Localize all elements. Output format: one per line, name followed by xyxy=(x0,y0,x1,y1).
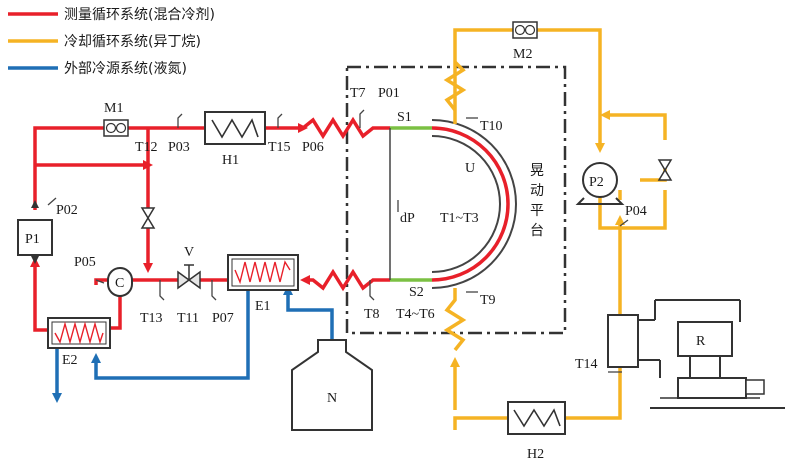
test-section xyxy=(389,119,517,289)
platform-label-4: 台 xyxy=(530,223,544,239)
label-u: U xyxy=(465,161,475,176)
label-p07: P07 xyxy=(212,311,234,326)
label-t15: T15 xyxy=(268,140,291,155)
label-r: R xyxy=(696,334,706,349)
label-t13: T13 xyxy=(140,311,163,326)
tick-t15 xyxy=(277,113,283,128)
valve-v: V xyxy=(177,245,201,290)
exchanger-e2: E2 xyxy=(47,317,111,368)
legend-label-external: 外部冷源系统(液氮) xyxy=(64,61,187,77)
tick-p05 xyxy=(95,279,105,284)
bypass-valve-red xyxy=(140,207,156,229)
label-p01: P01 xyxy=(378,86,400,101)
label-m2: M2 xyxy=(513,47,532,62)
u-tube-inner xyxy=(431,135,501,273)
line-p2-bypass xyxy=(598,190,667,230)
refrigeration-unit: R xyxy=(607,299,785,409)
bypass-valve-yellow xyxy=(657,159,673,181)
cooling-loop xyxy=(443,28,667,430)
label-t1-t3: T1~T3 xyxy=(440,211,479,226)
tick-t13 xyxy=(159,280,165,301)
dewar-n: N xyxy=(291,339,373,431)
label-p05: P05 xyxy=(74,255,96,270)
platform-label-3: 平 xyxy=(530,203,544,219)
legend: 测量循环系统(混合冷剂) 冷却循环系统(异丁烷) 外部冷源系统(液氮) xyxy=(8,7,215,77)
tick-p03 xyxy=(177,113,183,128)
heater-h1: H1 xyxy=(204,111,266,168)
pump-p2: P2 xyxy=(575,162,625,205)
line-m2-p2 xyxy=(537,28,605,153)
tick-t8 xyxy=(369,280,375,301)
label-v: V xyxy=(184,245,194,260)
label-n: N xyxy=(327,391,337,406)
u-tube-outer xyxy=(431,119,517,289)
flowmeter-m1: M1 xyxy=(103,101,129,137)
platform-label-2: 动 xyxy=(530,183,544,199)
sensor-ticks xyxy=(47,109,629,373)
label-s1: S1 xyxy=(397,110,412,125)
heater-h2: H2 xyxy=(507,401,566,462)
label-dp: dP xyxy=(400,211,415,226)
label-t14: T14 xyxy=(575,357,598,372)
label-t9: T9 xyxy=(480,293,496,308)
label-p03: P03 xyxy=(168,140,190,155)
label-t7: T7 xyxy=(350,86,366,101)
label-h2: H2 xyxy=(527,447,544,462)
label-p1: P1 xyxy=(25,232,40,247)
tick-p04 xyxy=(619,219,629,227)
platform-label-1: 晃 xyxy=(530,163,544,179)
line-h2-right xyxy=(565,368,622,420)
u-tube-red xyxy=(431,126,510,282)
coil-lower xyxy=(443,288,467,352)
line-p1-m1 xyxy=(33,126,105,210)
legend-label-measure: 测量循环系统(混合冷剂) xyxy=(64,7,215,23)
labels: T7 P01 S1 T10 T12 P03 T15 P06 U P02 dP T… xyxy=(56,86,647,372)
label-c: C xyxy=(115,276,124,291)
label-h1: H1 xyxy=(222,153,239,168)
label-p2: P2 xyxy=(589,175,604,190)
line-c-e2 xyxy=(110,290,122,330)
flowmeter-m2: M2 xyxy=(512,21,538,62)
ln2-return-line xyxy=(91,290,250,380)
label-t4-t6: T4~T6 xyxy=(396,307,435,322)
label-t8: T8 xyxy=(364,307,380,322)
label-e2: E2 xyxy=(62,353,78,368)
line-h2-left xyxy=(453,416,508,430)
label-p02: P02 xyxy=(56,203,78,218)
label-s2: S2 xyxy=(409,285,424,300)
measure-loop xyxy=(30,116,390,332)
line-e2-p1 xyxy=(30,257,48,332)
tank-c: C xyxy=(107,267,133,297)
label-p06: P06 xyxy=(302,140,324,155)
label-t11: T11 xyxy=(177,311,199,326)
exchanger-e1: E1 xyxy=(227,254,299,314)
label-t12: T12 xyxy=(135,140,158,155)
legend-label-cooling: 冷却循环系统(异丁烷) xyxy=(64,34,201,50)
tick-p02 xyxy=(47,197,57,206)
external-loop xyxy=(52,285,334,403)
coil-top xyxy=(301,116,390,140)
pump-p1: P1 xyxy=(17,200,53,264)
label-e1: E1 xyxy=(255,299,271,314)
label-m1: M1 xyxy=(104,101,123,116)
label-t10: T10 xyxy=(480,119,503,134)
label-p04: P04 xyxy=(625,204,647,219)
ln2-supply-line xyxy=(283,285,334,345)
bypass-right-upper xyxy=(600,110,667,140)
tick-t11 xyxy=(211,280,217,301)
coil-upper xyxy=(443,60,467,112)
tick-t7 xyxy=(359,109,365,128)
